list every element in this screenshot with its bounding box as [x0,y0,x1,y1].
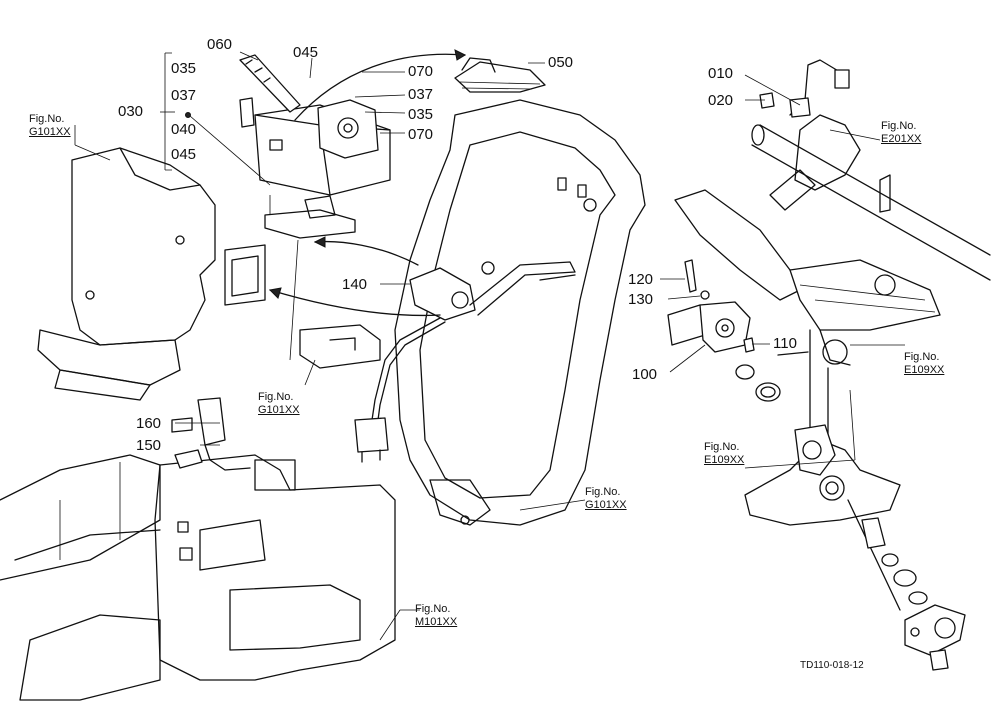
fig-ref-m101: Fig.No. M101XX [415,603,458,628]
label-150: 150 [136,437,162,454]
center-large-cover [394,99,646,526]
fig-ref-e109-lower: Fig.No. E109XX [704,441,745,466]
fig-ref-e109-upper: Fig.No. E109XX [904,351,945,376]
lower-bracket [299,324,381,369]
fig-ref-g101-top-left: Fig.No. G101XX [29,113,71,138]
label-070: 070 [408,126,434,143]
label-160: 160 [136,415,162,432]
drawing-code: TD110-018-12 [800,660,864,671]
part-150-160-valve [171,397,251,471]
label-060: 060 [207,36,233,53]
lower-left-frame [0,454,396,701]
label-120: 120 [628,271,654,288]
left-panel-cover [37,147,266,401]
leader-lines [74,51,905,641]
label-100: 100 [632,366,658,383]
label-035: 035 [408,106,434,123]
label-045-top: 045 [293,44,319,61]
label-037-group: 037 [171,87,197,104]
lower-pedal-bracket [744,424,966,671]
label-037: 037 [408,86,434,103]
label-010: 010 [708,65,734,82]
part-050-boot [454,57,546,93]
label-110: 110 [773,335,797,352]
fig-ref-g101-mid: Fig.No. G101XX [258,391,300,416]
part-140-sensor [354,261,576,463]
part-100-sensor [667,259,809,402]
switch-assembly [239,97,391,196]
fig-ref-g101-right: Fig.No. G101XX [585,486,627,511]
label-045-group: 045 [171,146,197,163]
label-030: 030 [118,103,144,120]
right-shaft [751,59,991,281]
fig-ref-e201: Fig.No. E201XX [881,120,922,145]
label-140: 140 [342,276,368,293]
label-020: 020 [708,92,734,109]
right-pedal-assembly [674,189,941,471]
label-130: 130 [628,291,654,308]
label-040: 040 [171,121,197,138]
part-060-lever [239,54,301,113]
assembly-arrows [268,49,467,317]
label-070-top: 070 [408,63,434,80]
label-035-group: 035 [171,60,197,77]
label-050: 050 [548,54,574,71]
switch-bracket [264,195,356,361]
